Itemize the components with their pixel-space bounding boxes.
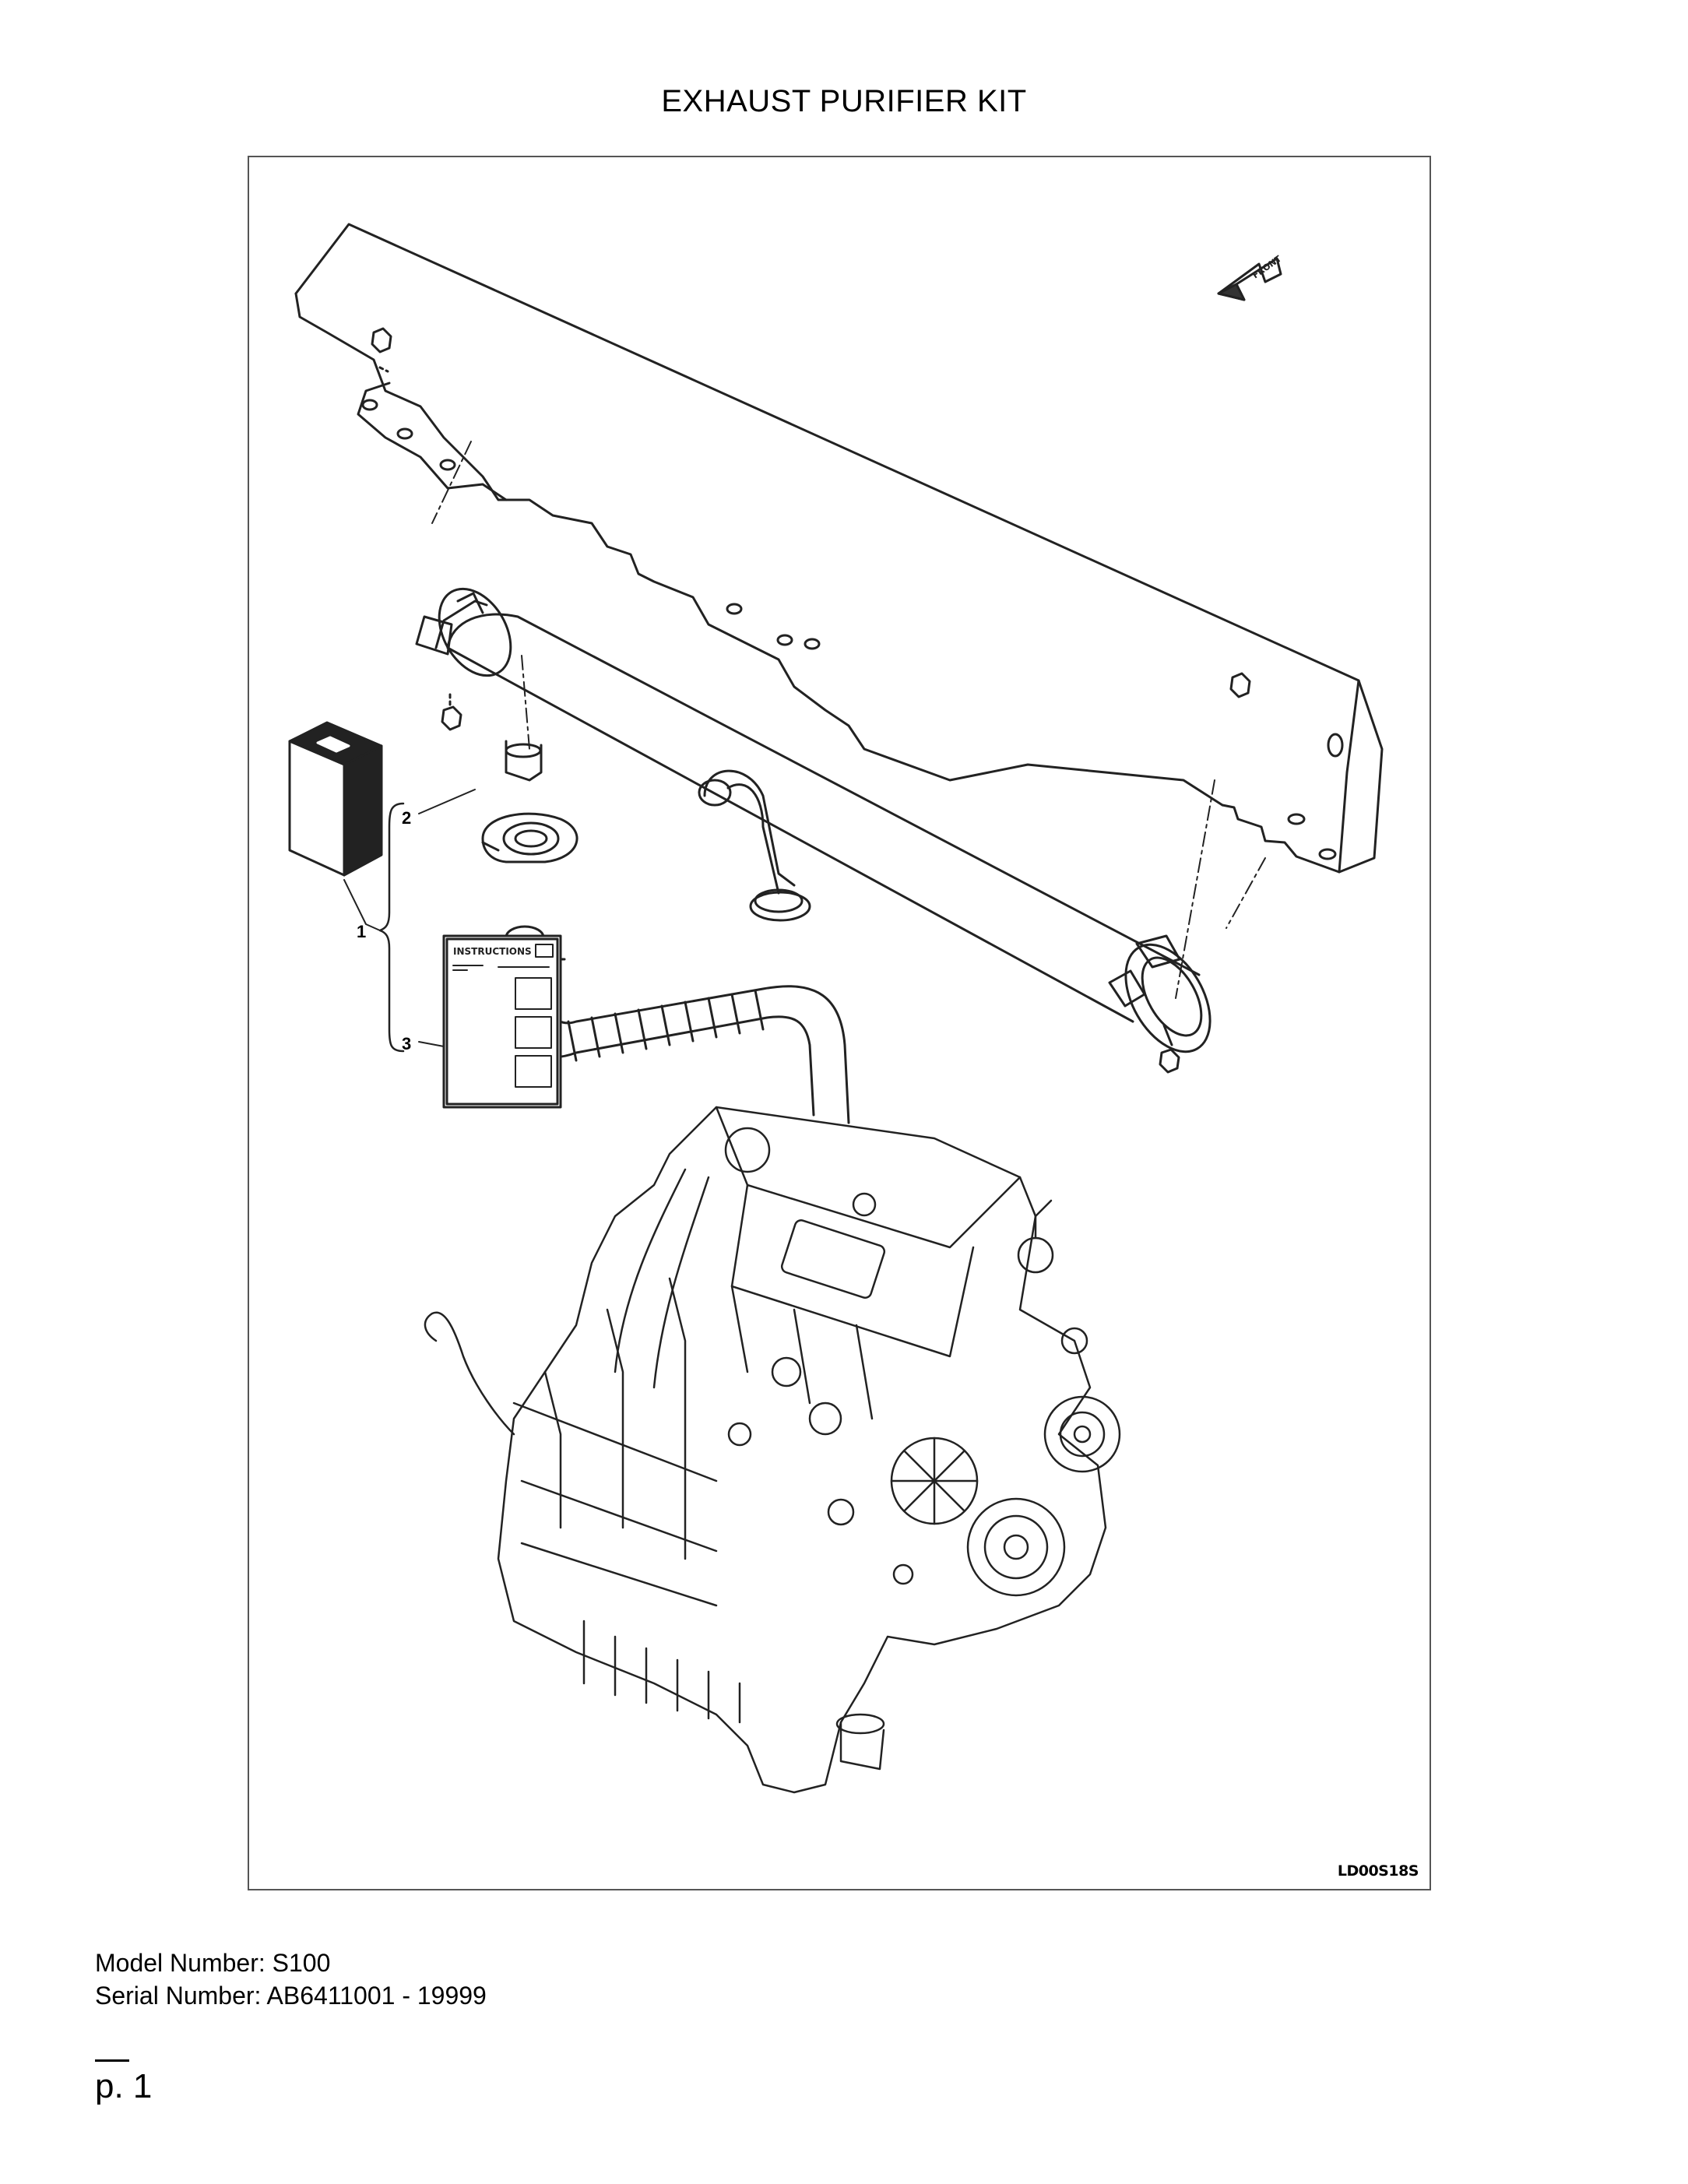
drawing-id: LD00S18S (1337, 1862, 1419, 1880)
gasket (481, 812, 578, 863)
instructions-sheet: INSTRUCTIONS (442, 934, 562, 1109)
callout-1: 1 (357, 922, 367, 941)
model-number: Model Number: S100 (95, 1949, 331, 1977)
callout-3: 3 (402, 1034, 412, 1053)
page-number: p. 1 (95, 2067, 153, 2105)
heat-shield (294, 223, 1384, 874)
serial-number: Serial Number: AB6411001 - 19999 (95, 1982, 487, 2010)
model-info: Model Number: S100 Serial Number: AB6411… (95, 1947, 487, 2012)
front-arrow-icon: FRONT (1217, 253, 1284, 301)
muffler (415, 587, 1211, 1074)
exploded-parts-diagram: FRONT (288, 223, 1384, 1794)
shield-nuts (371, 327, 1251, 698)
page-divider (95, 2059, 129, 2062)
callout-bracket (378, 802, 405, 1053)
engine-block (424, 1106, 1121, 1794)
page-title: EXHAUST PURIFIER KIT (661, 84, 1027, 118)
callout-2: 2 (402, 808, 412, 828)
kit-box (288, 721, 383, 877)
assembly-lines (431, 441, 1266, 999)
parts-diagram-frame: FRONT (248, 156, 1431, 1890)
instructions-sheet-label: INSTRUCTIONS (453, 946, 532, 957)
clamp-bolt (441, 693, 462, 731)
leader-lines (343, 789, 476, 1047)
